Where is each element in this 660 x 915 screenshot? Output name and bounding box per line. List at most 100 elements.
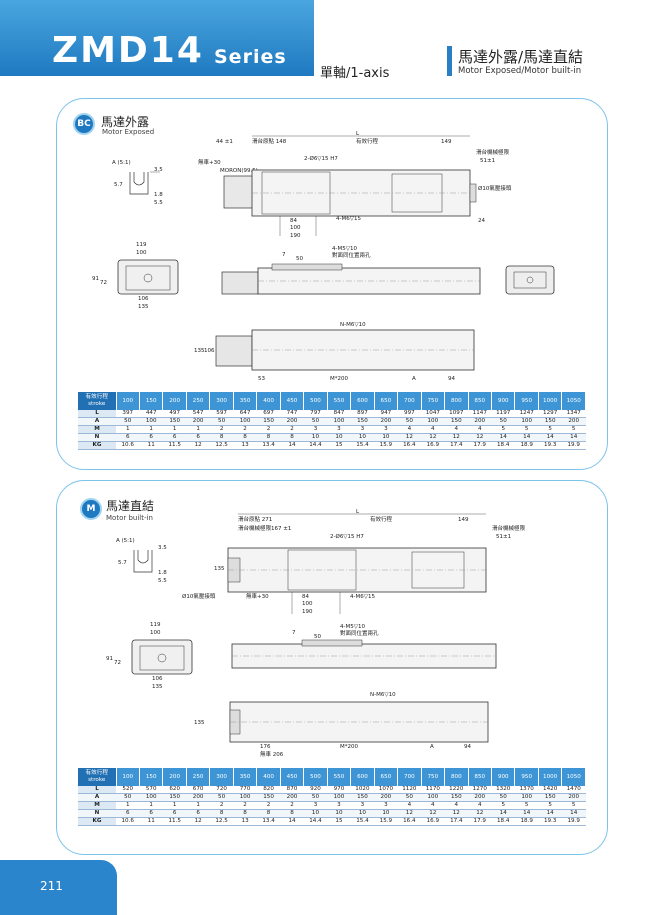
table-header-row: 有效行程 stroke 100 150 200 250 300 350 400 … bbox=[78, 768, 586, 786]
table-cell: 10 bbox=[374, 433, 398, 442]
stroke-cell: 250 bbox=[186, 392, 211, 410]
table-cell: 17.9 bbox=[468, 817, 492, 826]
page-heading-en: Motor Exposed/Motor built-in bbox=[458, 66, 582, 76]
top-view-drawing: L 滑台原點 148 有效行程 149 滑台機械極限 44 ±1 51±1 無車… bbox=[198, 131, 512, 239]
table-cell: 15.4 bbox=[350, 817, 375, 826]
stroke-cell: 550 bbox=[327, 768, 352, 786]
table-cell: 11 bbox=[139, 817, 163, 826]
table-cell: 6 bbox=[186, 433, 210, 442]
dim-label: 119 bbox=[136, 242, 147, 248]
table-cell: 18.9 bbox=[514, 817, 539, 826]
table-cell: 100 bbox=[421, 417, 445, 426]
series-word: Series bbox=[214, 46, 287, 68]
table-cell: 8 bbox=[233, 809, 257, 818]
dim-label: 106 bbox=[138, 296, 149, 302]
side-end-view-drawing: 119 100 91 72 A 106 135 bbox=[92, 242, 179, 310]
stroke-cell: 600 bbox=[350, 392, 375, 410]
table-cell: 5 bbox=[491, 801, 515, 810]
stroke-cell: 200 bbox=[162, 768, 187, 786]
stroke-cell: 650 bbox=[374, 768, 399, 786]
table-cell: 50 bbox=[116, 793, 140, 802]
stroke-cell: 150 bbox=[139, 392, 164, 410]
table-cell: 17.4 bbox=[444, 441, 469, 450]
dim-label: 119 bbox=[150, 622, 161, 628]
table-cell: 4 bbox=[468, 801, 492, 810]
dim-label: 3.5 bbox=[154, 167, 163, 173]
table-cell: 1020 bbox=[350, 786, 375, 794]
dim-label: 94 bbox=[448, 376, 455, 382]
table-cell: 50 bbox=[209, 417, 234, 426]
table-cell: 6 bbox=[116, 809, 140, 818]
dim-label: 149 bbox=[441, 139, 452, 145]
table-cell: 10.6 bbox=[116, 817, 140, 826]
dim-label: 106 bbox=[204, 348, 215, 354]
table-cell: 1320 bbox=[491, 786, 515, 794]
side-view-drawing: 7 50 4-M5▽10 對面同位置兩孔 bbox=[231, 624, 497, 669]
page-heading-cn: 馬達外露/馬達直結 bbox=[458, 48, 584, 66]
table-cell: 100 bbox=[327, 417, 351, 426]
table-cell: 14.4 bbox=[303, 441, 328, 450]
table-cell: 2 bbox=[209, 801, 234, 810]
stroke-cell: 1050 bbox=[561, 392, 586, 410]
table-cell: 3 bbox=[327, 425, 351, 434]
table-cell: 100 bbox=[421, 793, 445, 802]
table-cell: 12 bbox=[397, 809, 422, 818]
table-cell: 3 bbox=[303, 801, 328, 810]
dim-label: 100 bbox=[302, 601, 313, 607]
dim-label: 135 bbox=[214, 566, 225, 572]
table-cell: 8 bbox=[280, 809, 304, 818]
table-cell: 12 bbox=[444, 809, 469, 818]
dim-label: A bbox=[412, 376, 416, 382]
section-panel-motor-exposed bbox=[56, 98, 608, 470]
dim-label: 84 bbox=[302, 594, 309, 600]
series-title: ZMD14 bbox=[52, 30, 204, 71]
table-cell: 10 bbox=[350, 433, 375, 442]
stroke-cell: 800 bbox=[444, 392, 469, 410]
table-cell: 200 bbox=[186, 793, 210, 802]
table-cell: 150 bbox=[444, 793, 469, 802]
bottom-view-drawing: N-M6▽10 135 176 M*200 A 94 無車 206 bbox=[194, 692, 489, 758]
table-cell: 17.9 bbox=[468, 441, 492, 450]
table-cell: 200 bbox=[468, 793, 492, 802]
table-cell: 15 bbox=[327, 441, 351, 450]
table-cell: 970 bbox=[327, 786, 351, 794]
table-cell: 50 bbox=[303, 793, 328, 802]
table-cell: 150 bbox=[256, 793, 281, 802]
table-cell: 2 bbox=[256, 425, 281, 434]
row-label: KG bbox=[78, 441, 116, 450]
table-cell: 570 bbox=[139, 786, 163, 794]
table-cell: 15.4 bbox=[350, 441, 375, 450]
dim-label: 176 bbox=[260, 744, 271, 750]
table-cell: 670 bbox=[186, 786, 210, 794]
table-cell: 8 bbox=[256, 433, 281, 442]
table-cell: 100 bbox=[327, 793, 351, 802]
stroke-header-cn: 有效行程 bbox=[85, 394, 108, 400]
dim-label: 24 bbox=[478, 218, 485, 224]
table-cell: 19.3 bbox=[538, 441, 562, 450]
dim-label: 對面同位置兩孔 bbox=[340, 629, 379, 637]
table-cell: 200 bbox=[374, 417, 398, 426]
series-banner bbox=[0, 0, 314, 76]
dim-label: 1.8 bbox=[158, 570, 167, 576]
table-cell: 1 bbox=[116, 425, 140, 434]
dim-label: 1.8 bbox=[154, 192, 163, 198]
dim-label: 7 bbox=[282, 252, 286, 258]
table-cell: 14 bbox=[514, 433, 539, 442]
table-cell: 10 bbox=[350, 809, 375, 818]
dim-label: 135 bbox=[138, 304, 149, 310]
row-label: L bbox=[78, 786, 116, 794]
table-cell: 50 bbox=[491, 417, 515, 426]
table-cell: 14.4 bbox=[303, 817, 328, 826]
dim-label: 91 bbox=[106, 656, 113, 662]
table-cell: 150 bbox=[538, 793, 562, 802]
section-title-en: Motor built-in bbox=[106, 514, 153, 522]
stroke-cell: 500 bbox=[303, 768, 328, 786]
row-label: M bbox=[78, 425, 116, 434]
table-cell: 12 bbox=[468, 809, 492, 818]
table-cell: 6 bbox=[139, 433, 163, 442]
table-cell: 397 bbox=[116, 410, 140, 418]
table-cell: 150 bbox=[162, 793, 187, 802]
row-label: N bbox=[78, 433, 116, 442]
